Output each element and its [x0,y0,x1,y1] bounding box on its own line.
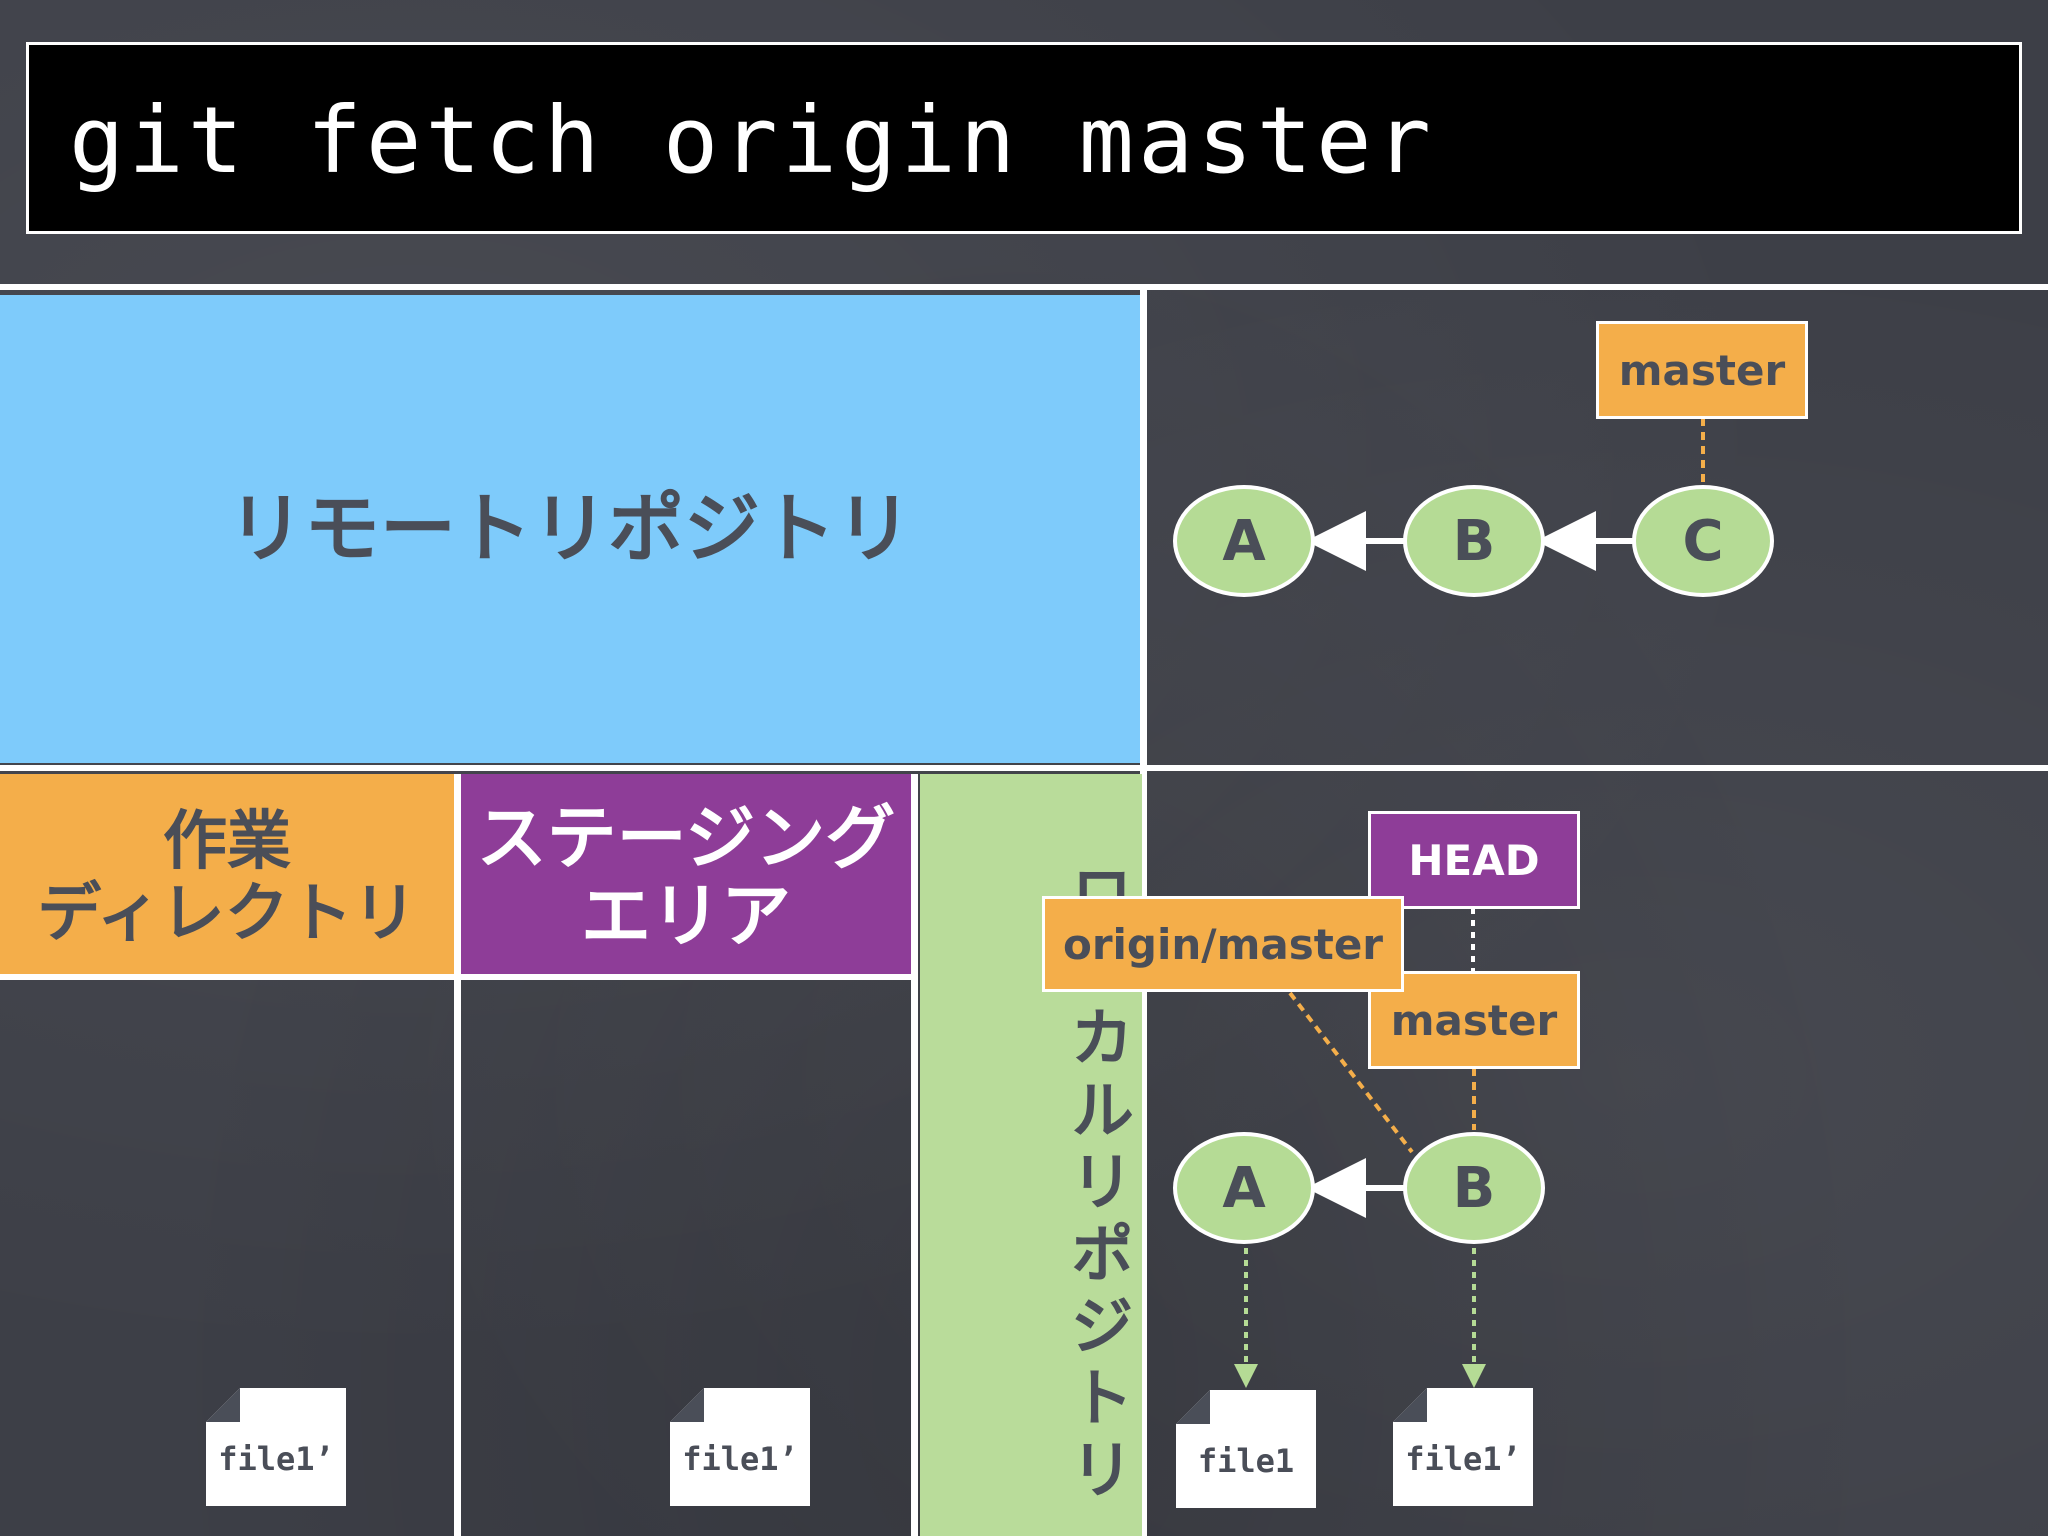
local-commit-b: B [1403,1132,1545,1244]
working-directory-label-2: ディレクトリ [37,877,417,951]
command-text: git fetch origin master [69,87,1435,194]
file-icon [670,1388,810,1506]
staging-area-label-1: ステージング [476,796,896,879]
local-commit-a: A [1173,1132,1315,1244]
working-file: file1’ [206,1388,346,1506]
file-icon [206,1388,346,1506]
divider-middle [0,765,2048,771]
origin-master-link [1288,991,1414,1154]
remote-repository-label: リモートリポジトリ [228,484,912,574]
remote-master-tag: master [1596,321,1808,419]
working-file-label: file1’ [218,1440,334,1478]
divider-top [0,284,2048,290]
divider-work-stage [454,774,461,1536]
head-tag: HEAD [1368,811,1580,909]
remote-repository-panel: リモートリポジトリ [0,295,1140,763]
divider-stage-local [911,774,918,1536]
staging-area-header: ステージング エリア [461,774,911,974]
local-file-a-label: file1 [1197,1442,1295,1480]
origin-master-tag: origin/master [1042,896,1404,992]
file-icon [1176,1390,1316,1508]
remote-commit-a: A [1173,485,1315,597]
divider-header-bottom [0,974,912,980]
working-directory-label-1: 作業 [163,805,291,880]
remote-commit-b: B [1403,485,1545,597]
working-directory-header: 作業 ディレクトリ [0,774,454,974]
local-file-b-label: file1’ [1405,1440,1521,1478]
staging-area-label-2: エリア [581,875,791,957]
remote-commit-c: C [1632,485,1774,597]
staging-file-label: file1’ [682,1440,798,1478]
file-icon [1393,1388,1533,1506]
local-file-b: file1’ [1393,1388,1533,1506]
local-file-a: file1 [1176,1390,1316,1508]
staging-file: file1’ [670,1388,810,1506]
command-box: git fetch origin master [26,42,2022,234]
local-repository-column: ローカルリポジトリ [920,774,1142,1536]
